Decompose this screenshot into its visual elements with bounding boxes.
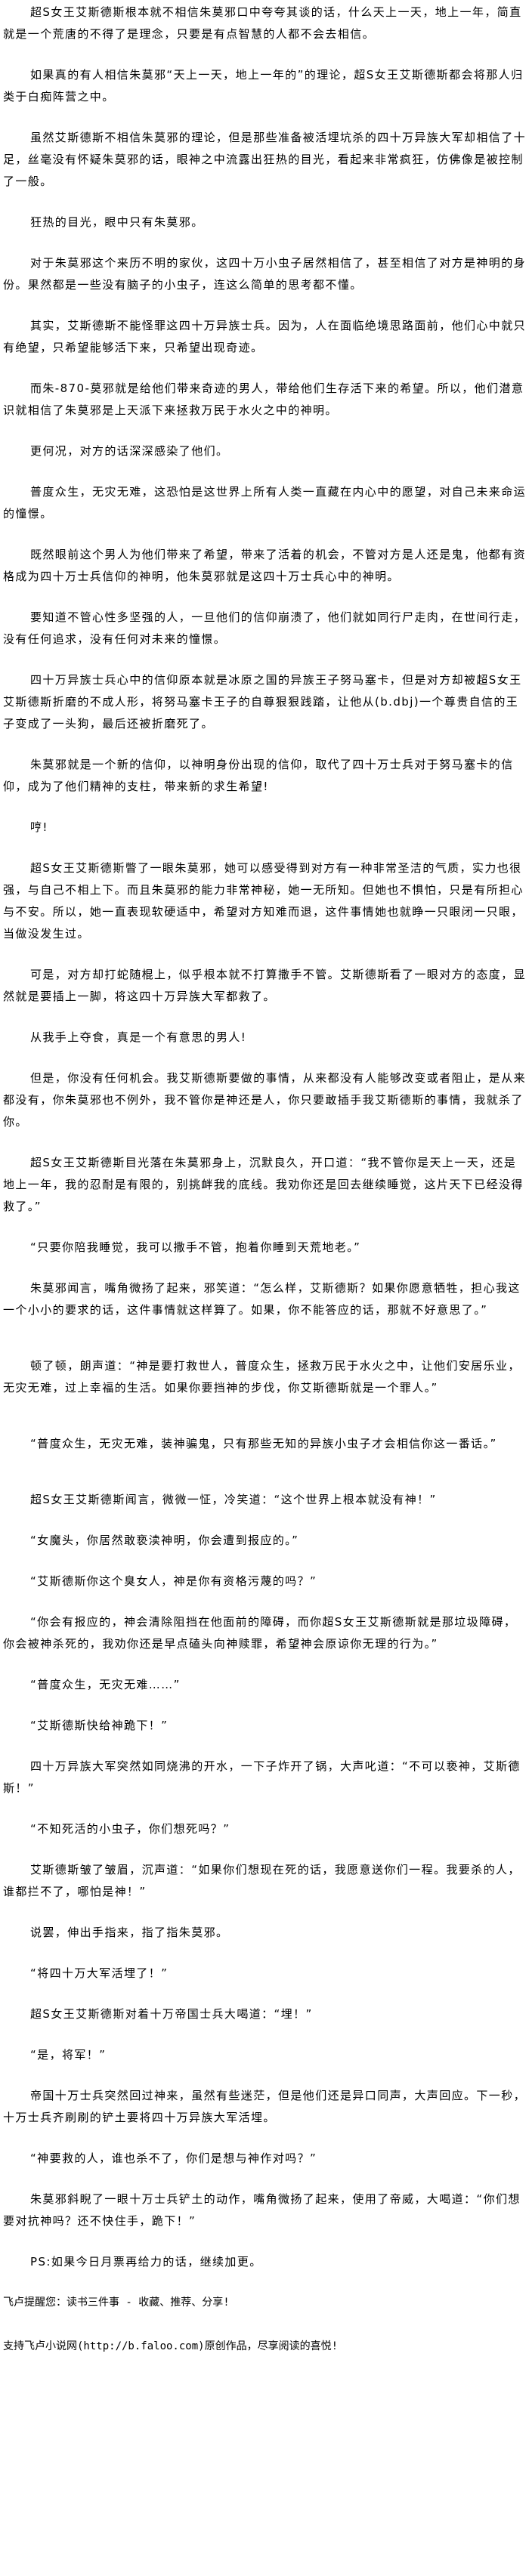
paragraph: “艾斯德斯你这个臭女人，神是你有资格污蔑的吗？” [30, 1574, 317, 1588]
paragraph: “是，将军！” [30, 2048, 107, 2062]
paragraph: 超S女王艾斯德斯目光落在朱莫邪身上，沉默良久，开口道：“我不管你是天上一天，还是… [3, 1156, 524, 1213]
paragraph: 虽然艾斯德斯不相信朱莫邪的理论，但是那些准备被活埋坑杀的四十万异族大军却相信了十… [3, 131, 527, 188]
paragraph: 如果真的有人相信朱莫邪“天上一天，地上一年的”的理论，超S女王艾斯德斯都会将那人… [3, 68, 524, 103]
paragraph: “你会有报应的，神会清除阻挡在他面前的障碍，而你超S女王艾斯德斯就是那垃圾障碍，… [3, 1615, 517, 1651]
paragraph: 帝国十万士兵突然回过神来，虽然有些迷茫，但是他们还是异口同声，大声回应。下一秒，… [3, 2089, 527, 2124]
paragraph: 四十万异族士兵心中的信仰原本就是冰原之国的异族王子努马塞卡，但是对方却被超S女王… [3, 673, 522, 730]
paragraph: 四十万异族大军突然如同烧沸的开水，一下子炸开了锅，大声叱道：“不可以亵神，艾斯德… [3, 1759, 521, 1795]
paragraph: 更何况，对方的话深深感染了他们。 [30, 444, 229, 458]
paragraph: 说罢，伸出手指来，指了指朱莫邪。 [30, 1926, 229, 1939]
paragraph: 既然眼前这个男人为他们带来了希望，带来了活着的机会，不管对方是人还是鬼，他都有资… [3, 548, 527, 583]
site-support-notice: 支持飞卢小说网(http://b.faloo.com)原创作品，尽享阅读的喜悦! [3, 2340, 339, 2352]
paragraph: 从我手上夺食，真是一个有意思的男人! [30, 1030, 247, 1044]
paragraph: 可是，对方却打蛇随棍上，似乎根本就不打算撒手不管。艾斯德斯看了一眼对方的态度，显… [3, 968, 527, 1003]
paragraph: 朱莫邪斜睨了一眼十万士兵铲土的动作，嘴角微扬了起来，使用了帝威，大喝道：“你们想… [3, 2192, 521, 2228]
paragraph: “将四十万大军活埋了！” [30, 1966, 169, 1980]
paragraph: 而朱-870-莫邪就是给他们带来奇迹的男人，带给他们生存活下来的希望。所以，他们… [3, 381, 524, 417]
paragraph: 超S女王艾斯德斯瞥了一眼朱莫邪，她可以感受得到对方有一种非常圣洁的气质，实力也很… [3, 861, 524, 941]
paragraph: 哼! [30, 820, 48, 834]
paragraph: 顿了顿，朗声道：“神是要打救世人，普度众生，拯救万民于水火之中，让他们安居乐业，… [3, 1359, 521, 1395]
site-footer: 飞卢提醒您：读书三件事 - 收藏、推荐、分享! 支持飞卢小说网(http://b… [0, 2292, 529, 2358]
chapter-text: 超S女王艾斯德斯根本就不相信朱莫邪口中夸夸其谈的话，什么天上一天，地上一年，简直… [3, 5, 527, 2269]
paragraph: 超S女王艾斯德斯闻言，微微一怔，冷笑道：“这个世界上根本就没有神！” [30, 1493, 437, 1506]
paragraph: 超S女王艾斯德斯对着十万帝国士兵大喝道：“埋！” [30, 2007, 313, 2021]
paragraph: 要知道不管心性多坚强的人，一旦他们的信仰崩溃了，他们就如同行尸走肉，在世间行走，… [3, 610, 527, 646]
paragraph: “女魔头，你居然敢亵渎神明，你会遭到报应的。” [30, 1534, 299, 1547]
paragraph: “普度众生，无灾无难，装神骗鬼，只有那些无知的异族小虫子才会相信你这一番话。” [30, 1437, 497, 1450]
paragraph: “神要救的人，谁也杀不了，你们是想与神作对吗？” [30, 2151, 317, 2165]
paragraph: 普度众生，无灾无难，这恐怕是这世界上所有人类一直藏在内心中的愿望，对自己未来命运… [3, 485, 527, 520]
paragraph: “艾斯德斯快给神跪下！” [30, 1719, 169, 1732]
paragraph: “只要你陪我睡觉，我可以撒手不管，抱着你睡到天荒地老。” [30, 1240, 361, 1254]
paragraph: 艾斯德斯皱了皱眉，沉声道：“如果你们想现在死的话，我愿意送你们一程。我要杀的人，… [3, 1863, 521, 1898]
paragraph: 朱莫邪就是一个新的信仰，以神明身份出现的信仰，取代了四十万士兵对于努马塞卡的信仰… [3, 758, 514, 793]
paragraph: PS:如果今日月票再给力的话，继续加更。 [30, 2255, 262, 2269]
paragraph: “不知死活的小虫子，你们想死吗？” [30, 1822, 230, 1836]
paragraph: 超S女王艾斯德斯根本就不相信朱莫邪口中夸夸其谈的话，什么天上一天，地上一年，简直… [3, 5, 522, 41]
paragraph: 狂热的目光，眼中只有朱莫邪。 [30, 215, 204, 229]
paragraph: 但是，你没有任何机会。我艾斯德斯要做的事情，从来都没有人能够改变或者阻止，是从来… [3, 1071, 527, 1129]
paragraph: 朱莫邪闻言，嘴角微扬了起来，邪笑道：“怎么样，艾斯德斯？如果你愿意牺牲，担心我这… [3, 1281, 521, 1317]
reading-reminder: 飞卢提醒您：读书三件事 - 收藏、推荐、分享! [3, 2296, 230, 2309]
paragraph: 对于朱莫邪这个来历不明的家伙，这四十万小虫子居然相信了，甚至相信了对方是神明的身… [3, 256, 527, 292]
paragraph: 其实，艾斯德斯不能怪罪这四十万异族士兵。因为，人在面临绝境思路面前，他们心中就只… [3, 319, 527, 354]
paragraph: “普度众生，无灾无难……” [30, 1678, 181, 1691]
